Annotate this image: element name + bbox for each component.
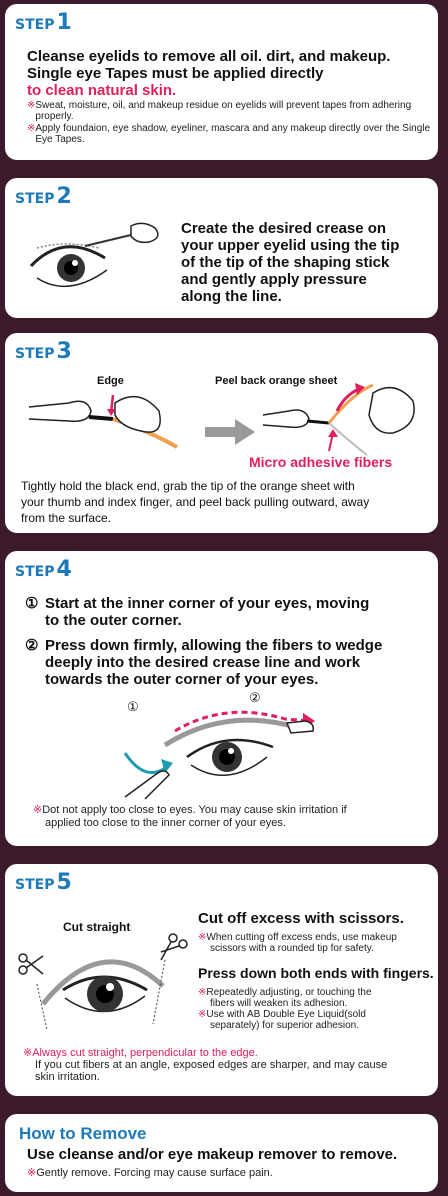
- diagram-mark-2: ②: [249, 690, 261, 705]
- peel-label: Peel back orange sheet: [215, 375, 338, 387]
- step1-notes: ※Sweat, moisture, oil, and makeup residu…: [27, 100, 437, 145]
- step5-warning: ※Always cut straight, perpendicular to t…: [23, 1047, 258, 1059]
- step1-card: STEP1 Cleanse eyelids to remove all oil.…: [5, 4, 438, 160]
- asterisk-icon: ※: [27, 100, 36, 111]
- scissors-icon: [18, 953, 44, 975]
- step4-item2-line3: towards the outer corner of your eyes.: [45, 671, 319, 688]
- step4-card: STEP4 ① Start at the inner corner of your…: [5, 551, 438, 846]
- step3-card: STEP3 Edge Peel back orange sheet Micro …: [5, 333, 438, 533]
- fibers-label: Micro adhesive fibers: [249, 454, 393, 470]
- step5-warning-line1: If you cut fibers at an angle, exposed e…: [35, 1059, 388, 1071]
- step5-heading: STEP5: [15, 870, 72, 895]
- step-number: 2: [56, 184, 72, 209]
- step2-line1: Create the desired crease on: [181, 220, 387, 237]
- step2-heading: STEP2: [15, 184, 72, 209]
- step-word: STEP: [15, 191, 55, 207]
- hold-tape-illustration: [28, 394, 178, 449]
- step5-note2a-line1: Repeatedly adjusting, or touching the: [206, 987, 372, 998]
- step2-line4: and gently apply pressure: [181, 271, 367, 288]
- step3-line1: Tightly hold the black end, grab the tip…: [21, 479, 355, 493]
- diagram-mark-1: ①: [127, 699, 139, 714]
- step-number: 1: [56, 10, 72, 35]
- asterisk-icon: ※: [198, 1009, 207, 1020]
- step1-note2: Apply foundaion, eye shadow, eyeliner, m…: [35, 123, 431, 145]
- step4-heading: STEP4: [15, 557, 72, 582]
- asterisk-icon: ※: [33, 804, 43, 816]
- step5-note2b-line1: Use with AB Double Eye Liquid(sold: [206, 1009, 366, 1020]
- step4-item2: ② Press down firmly, allowing the fibers …: [25, 637, 437, 688]
- step3-line2: your thumb and index finger, and peel ba…: [21, 495, 370, 509]
- cut-straight-label: Cut straight: [63, 920, 131, 934]
- item-number: ①: [25, 595, 39, 612]
- step-word: STEP: [15, 17, 55, 33]
- asterisk-icon: ※: [27, 1167, 37, 1179]
- step5-heading1: Cut off excess with scissors.: [198, 910, 404, 927]
- step1-note1: Sweat, moisture, oil, and makeup residue…: [35, 100, 412, 122]
- step4-item1: ① Start at the inner corner of your eyes,…: [25, 595, 437, 629]
- remove-note: ※Gently remove. Forcing may cause surfac…: [27, 1168, 273, 1179]
- step-word: STEP: [15, 877, 55, 893]
- step5-heading2: Press down both ends with fingers.: [198, 965, 434, 981]
- remove-note-text: Gently remove. Forcing may cause surface…: [36, 1167, 273, 1179]
- step-word: STEP: [15, 564, 55, 580]
- step2-text: Create the desired crease on your upper …: [181, 220, 421, 305]
- eye-shaping-stick-illustration: [29, 222, 159, 288]
- eye-tape-application-illustration: [123, 710, 315, 800]
- cut-tape-illustration: [18, 933, 188, 1031]
- step2-line5: along the line.: [181, 288, 282, 305]
- remove-text: Use cleanse and/or eye makeup remover to…: [27, 1146, 398, 1163]
- step5-warning-sub: If you cut fibers at an angle, exposed e…: [35, 1059, 435, 1083]
- asterisk-icon: ※: [198, 987, 207, 998]
- asterisk-icon: ※: [27, 123, 36, 134]
- arrow-right-icon: [205, 419, 255, 445]
- asterisk-icon: ※: [198, 932, 207, 943]
- step5-note2a-line2: fibers will weaken its adhesion.: [210, 998, 348, 1009]
- step1-line2: Single eye Tapes must be applied directl…: [27, 65, 324, 82]
- remove-card: How to Remove Use cleanse and/or eye mak…: [5, 1114, 438, 1192]
- step1-heading: STEP1: [15, 10, 72, 35]
- step5-card: STEP5 Cut straight Cut off excess with s…: [5, 864, 438, 1096]
- step4-item2-line1: Press down firmly, allowing the fibers t…: [45, 637, 383, 654]
- step-word: STEP: [15, 346, 55, 362]
- step3-text: Tightly hold the black end, grab the tip…: [21, 478, 433, 526]
- step4-note: ※Dot not apply too close to eyes. You ma…: [33, 804, 433, 830]
- step3-line3: from the surface.: [21, 511, 112, 525]
- step4-item1-line1: Start at the inner corner of your eyes, …: [45, 595, 370, 612]
- step5-warning-line2: skin irritation.: [35, 1071, 100, 1083]
- step5-note1: ※When cutting off excess ends, use makeu…: [198, 932, 434, 954]
- step5-note1-line2: scissors with a rounded tip for safety.: [210, 943, 374, 954]
- step1-line1: Cleanse eyelids to remove all oil. dirt,…: [27, 48, 391, 65]
- step5-note1-line1: When cutting off excess ends, use makeup: [206, 932, 397, 943]
- item-number: ②: [25, 637, 39, 654]
- step1-emphasis: to clean natural skin.: [27, 82, 177, 99]
- step4-note-line1: Dot not apply too close to eyes. You may…: [42, 804, 347, 816]
- step2-line2: your upper eyelid using the tip: [181, 237, 400, 254]
- step5-note2: ※Repeatedly adjusting, or touching the f…: [198, 987, 434, 1031]
- step-number: 3: [56, 339, 72, 364]
- step5-note2b-line2: separately) for superior adhesion.: [210, 1020, 359, 1031]
- step1-main: Cleanse eyelids to remove all oil. dirt,…: [27, 48, 438, 99]
- edge-label: Edge: [97, 375, 124, 387]
- scissors-icon: [160, 933, 188, 961]
- step-number: 5: [56, 870, 72, 895]
- step3-heading: STEP3: [15, 339, 72, 364]
- step-number: 4: [56, 557, 72, 582]
- step4-item2-line2: deeply into the desired crease line and …: [45, 654, 361, 671]
- peel-sheet-illustration: [262, 383, 415, 456]
- step2-card: STEP2 Create the desired crease on your …: [5, 178, 438, 318]
- remove-title: How to Remove: [19, 1124, 147, 1143]
- step4-item1-line2: to the outer corner.: [45, 612, 182, 629]
- step4-note-line2: applied too close to the inner corner of…: [45, 817, 286, 829]
- step2-line3: of the tip of the shaping stick: [181, 254, 390, 271]
